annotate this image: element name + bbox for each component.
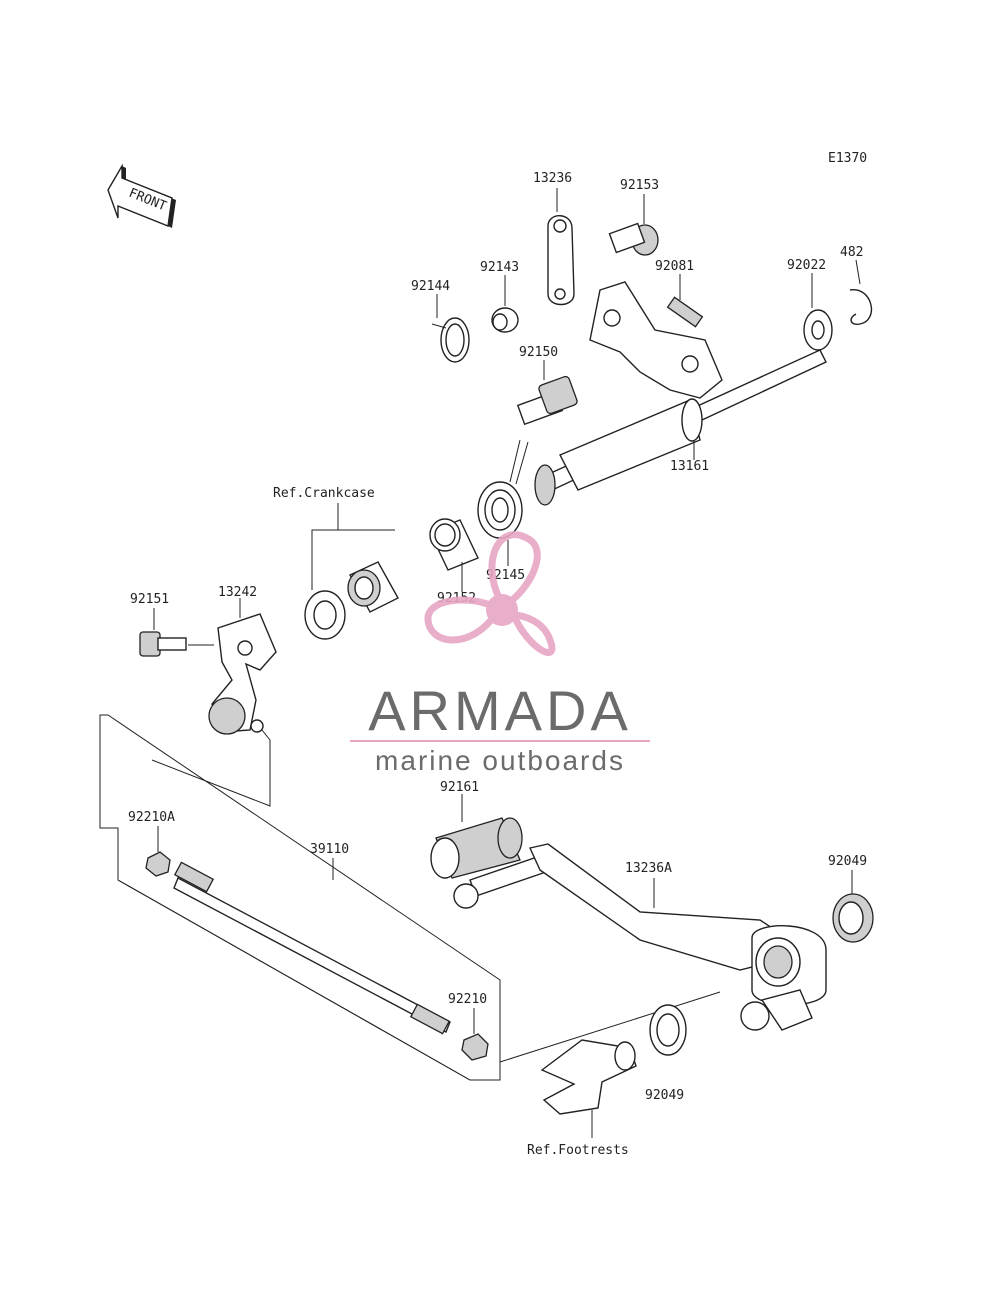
seal-92049-top — [832, 893, 874, 943]
callout-92150: 92150 — [519, 345, 558, 360]
circlip-482 — [849, 289, 873, 326]
front-arrow-icon: FRONT — [107, 163, 176, 228]
nut-92210 — [461, 1033, 489, 1061]
nut-92210A — [145, 851, 171, 877]
callout-92210A: 92210A — [128, 810, 175, 825]
callout-92049-top: 92049 — [828, 854, 867, 869]
spring-92144 — [431, 317, 470, 363]
bolt-92150 — [516, 375, 578, 426]
diagram-code: E1370 — [828, 151, 867, 166]
shift-pedal-13236A — [453, 843, 827, 1031]
ref-footrests-label: Ref.Footrests — [527, 1143, 629, 1158]
callout-92151: 92151 — [130, 592, 169, 607]
shift-arm-13236 — [547, 215, 575, 306]
watermark-tagline: marine outboards — [375, 745, 625, 776]
washer-92022 — [803, 309, 833, 351]
callout-92049-bottom: 92049 — [645, 1088, 684, 1103]
tie-rod-39110 — [173, 861, 451, 1035]
callout-13236: 13236 — [533, 171, 572, 186]
callout-92144: 92144 — [411, 279, 450, 294]
pin-spring-92081 — [666, 296, 704, 328]
bolt-92151 — [139, 631, 187, 657]
oil-seal — [304, 590, 346, 640]
callout-39110: 39110 — [310, 842, 349, 857]
callout-482: 482 — [840, 245, 863, 260]
shift-plate — [589, 281, 723, 399]
callout-13161: 13161 — [670, 459, 709, 474]
callout-92143: 92143 — [480, 260, 519, 275]
callout-13236A: 13236A — [625, 861, 672, 876]
watermark-brand: ARMADA — [368, 679, 632, 742]
needle-bearing — [347, 561, 399, 613]
seal-92049-bottom — [649, 1004, 687, 1056]
callout-13242: 13242 — [218, 585, 257, 600]
callout-92161: 92161 — [440, 780, 479, 795]
pedal-rubber-92161 — [430, 817, 523, 879]
ref-crankcase-label: Ref.Crankcase — [273, 486, 375, 501]
callout-92081: 92081 — [655, 259, 694, 274]
callout-92022: 92022 — [787, 258, 826, 273]
bolt-92153 — [608, 222, 659, 256]
collar-92143 — [491, 307, 519, 333]
sleeve-92152 — [429, 518, 479, 571]
propeller-logo-icon — [424, 531, 556, 656]
footrest-bracket — [540, 1039, 637, 1115]
callout-92153: 92153 — [620, 178, 659, 193]
shift-lever-13242 — [208, 613, 277, 735]
callout-92210: 92210 — [448, 992, 487, 1007]
shift-shaft-13161 — [534, 349, 827, 506]
return-spring-92145 — [477, 439, 529, 539]
